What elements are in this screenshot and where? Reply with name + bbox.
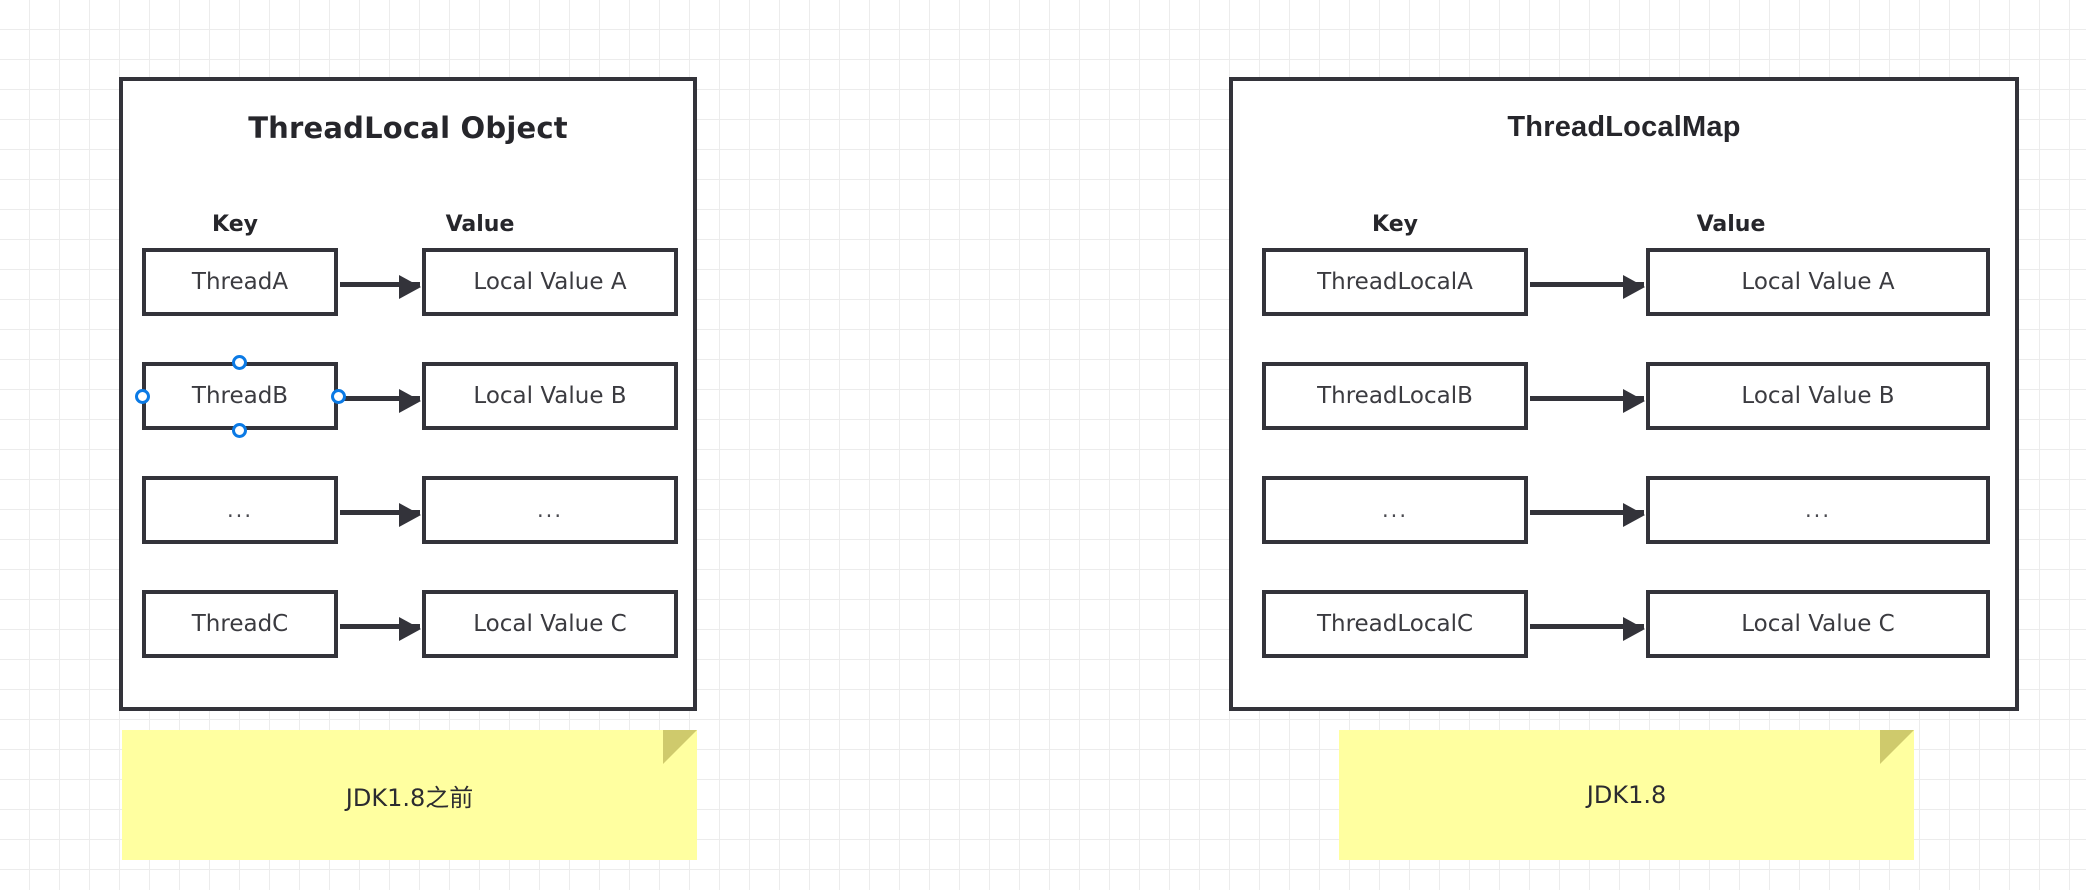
key-node-left-2[interactable]: ... [142, 476, 338, 544]
column-header-value-left: Value [445, 212, 515, 237]
key-node-left-0[interactable]: ThreadA [142, 248, 338, 316]
column-header-value-right: Value [1696, 212, 1766, 237]
value-node-right-1[interactable]: Local Value B [1646, 362, 1990, 430]
sticky-note-left[interactable]: JDK1.8之前 [122, 730, 697, 860]
key-node-right-0[interactable]: ThreadLocalA [1262, 248, 1528, 316]
column-header-key-left: Key [212, 212, 258, 237]
value-node-right-3[interactable]: Local Value C [1646, 590, 1990, 658]
arrow-right-0[interactable] [1530, 275, 1645, 299]
value-node-left-1[interactable]: Local Value B [422, 362, 678, 430]
note-fold-corner-icon [1880, 730, 1914, 764]
arrow-right-1[interactable] [1530, 389, 1645, 413]
column-header-key-right: Key [1372, 212, 1418, 237]
value-node-right-0[interactable]: Local Value A [1646, 248, 1990, 316]
selection-handle-right-middle[interactable] [331, 389, 346, 404]
sticky-note-right[interactable]: JDK1.8 [1339, 730, 1914, 860]
panel-title-right: ThreadLocalMap [1507, 111, 1741, 143]
value-node-left-3[interactable]: Local Value C [422, 590, 678, 658]
arrow-left-1[interactable] [340, 389, 421, 413]
value-node-right-2[interactable]: ... [1646, 476, 1990, 544]
arrow-left-0[interactable] [340, 275, 421, 299]
selection-handle-bottom-center[interactable] [232, 423, 247, 438]
key-node-right-1[interactable]: ThreadLocalB [1262, 362, 1528, 430]
key-node-right-2[interactable]: ... [1262, 476, 1528, 544]
arrow-right-3[interactable] [1530, 617, 1645, 641]
value-node-left-2[interactable]: ... [422, 476, 678, 544]
key-node-right-3[interactable]: ThreadLocalC [1262, 590, 1528, 658]
key-node-left-3[interactable]: ThreadC [142, 590, 338, 658]
key-node-left-1[interactable]: ThreadB [142, 362, 338, 430]
arrow-left-3[interactable] [340, 617, 421, 641]
value-node-left-0[interactable]: Local Value A [422, 248, 678, 316]
selection-handle-top-center[interactable] [232, 355, 247, 370]
sticky-note-right-text: JDK1.8 [1586, 781, 1667, 809]
arrow-left-2[interactable] [340, 503, 421, 527]
arrow-right-2[interactable] [1530, 503, 1645, 527]
selection-handle-left-middle[interactable] [135, 389, 150, 404]
sticky-note-left-text: JDK1.8之前 [345, 783, 474, 812]
panel-title-left: ThreadLocal Object [248, 111, 568, 145]
note-fold-corner-icon [663, 730, 697, 764]
